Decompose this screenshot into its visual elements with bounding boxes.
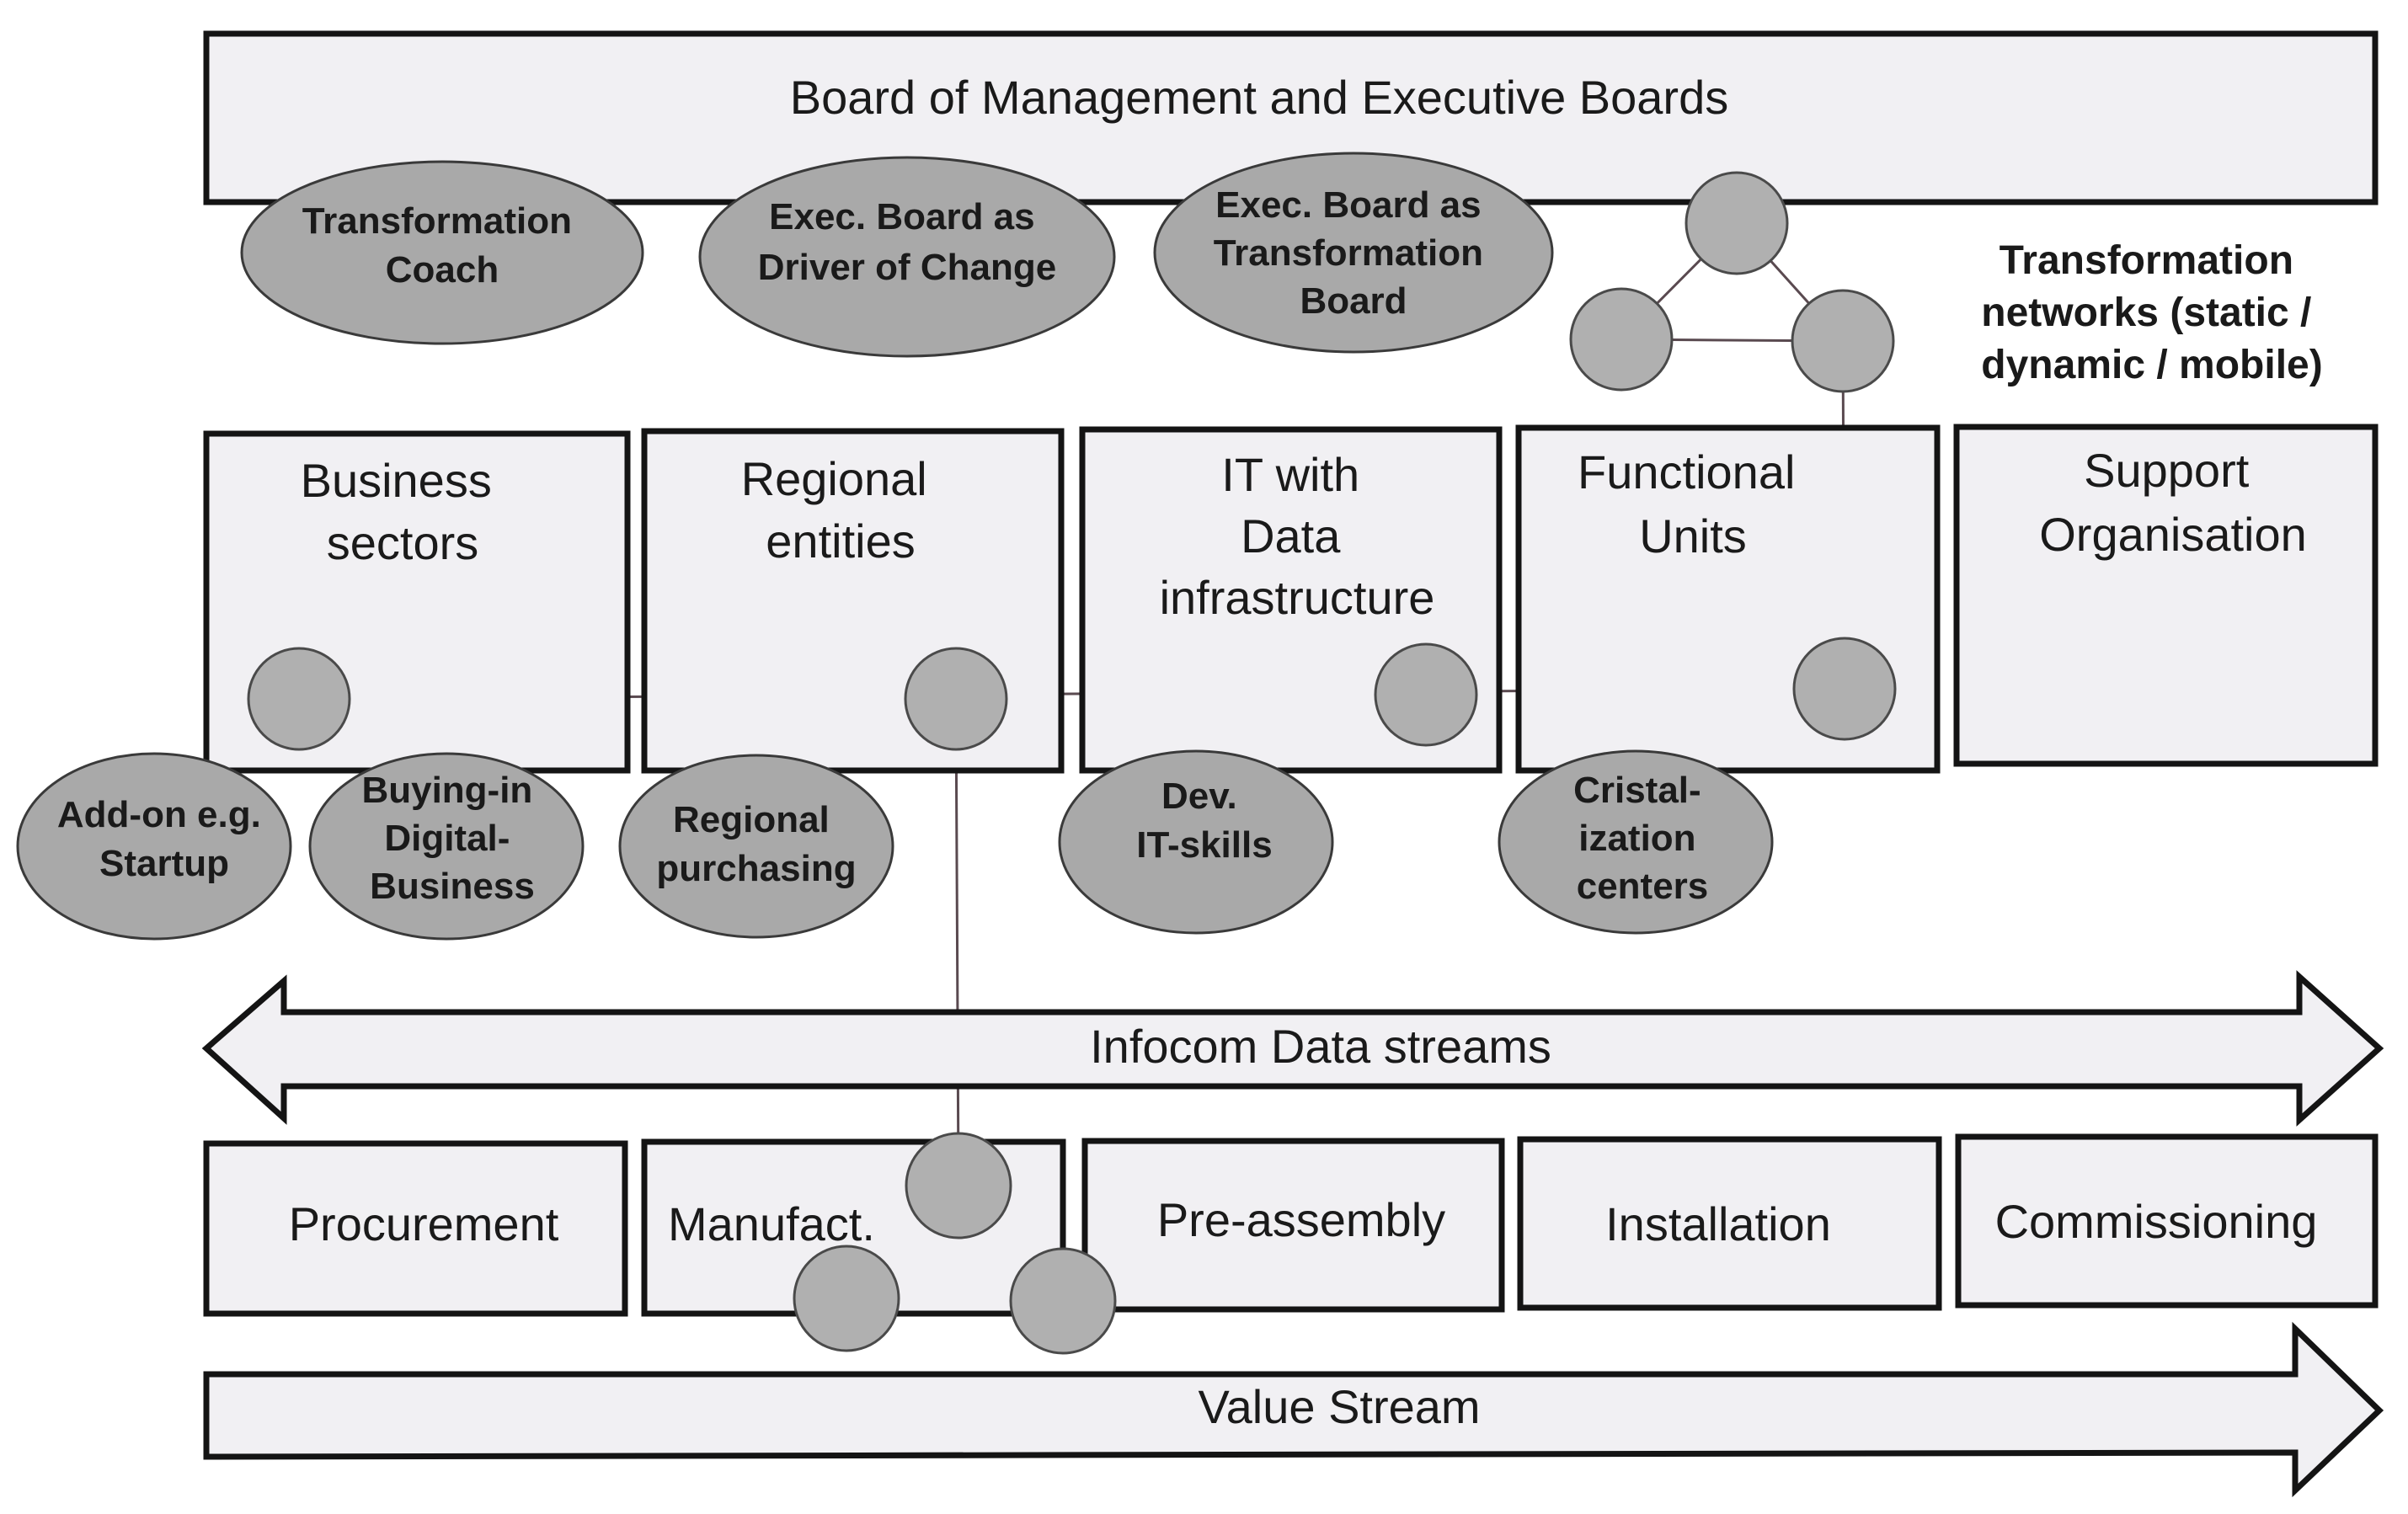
value-stream-arrow: Value Stream: [203, 1321, 2384, 1498]
unit-activity-ellipses: Add-on e.g. Startup Buying-in Digital- B…: [16, 749, 1774, 941]
svg-text:Cristal- ization: Cristal- ization centers: [1573, 770, 1711, 907]
unit-line: sectors: [327, 516, 479, 569]
board-role-ellipses: Transformation Coach Exec. Board as Driv…: [240, 152, 1554, 358]
svg-text:Regional purchasing: Regional purchasing: [656, 799, 856, 889]
transformation-networks-label: Transformation networks (static / dynami…: [1981, 238, 2322, 387]
ellipse-line: Business: [370, 866, 535, 907]
svg-text:Add-on e.g. Startup: Add-on e.g. Startup: [57, 794, 271, 884]
value-chain-label: Commissioning: [1995, 1195, 2318, 1248]
ellipse-line: Driver of Change: [758, 247, 1057, 288]
network-node: [904, 647, 1008, 751]
ellipse-line: IT-skills: [1136, 824, 1272, 866]
value-stream-label: Value Stream: [1198, 1380, 1480, 1433]
unit-line: Functional: [1578, 445, 1795, 498]
svg-text:Functional Units: Functional Units: [1578, 445, 1808, 562]
network-node: [247, 647, 351, 751]
unit-line: Regional: [741, 452, 927, 505]
networks-line: dynamic / mobile): [1981, 343, 2322, 387]
activity-dev-it-skills: Dev. IT-skills: [1058, 749, 1334, 935]
ellipse-line: Add-on e.g.: [57, 794, 261, 835]
ellipse-line: Cristal-: [1573, 770, 1701, 811]
network-nodes: [247, 171, 1897, 1355]
unit-line: Units: [1639, 509, 1747, 562]
ellipse-line: Transformation: [302, 200, 572, 242]
unit-line: infrastructure: [1160, 571, 1435, 624]
network-node: [1685, 171, 1789, 275]
networks-line: networks (static /: [1981, 291, 2311, 335]
unit-line: Organisation: [2039, 508, 2307, 561]
ellipse-line: Transformation: [1214, 232, 1483, 274]
svg-text:Exec. Board as Driver: Exec. Board as Driver of Change: [758, 196, 1057, 288]
network-link: [954, 698, 960, 1186]
svg-text:Buying-in Digital-: Buying-in Digital- Business: [361, 770, 542, 907]
svg-text:Dev. IT-skills: Dev. IT-skills: [1136, 776, 1272, 866]
svg-text:Regional entities: Regional entities: [741, 452, 941, 568]
organisation-units: Business sectors Regional entities IT wi…: [203, 424, 2379, 774]
ellipse-line: Exec. Board as: [769, 196, 1035, 237]
svg-text:Transformation Coach: Transformation Coach: [302, 200, 583, 291]
value-chain-label: Pre-assembly: [1157, 1193, 1445, 1246]
board-role-driver-of-change: Exec. Board as Driver of Change: [698, 156, 1116, 358]
unit-support-organisation: Support Organisation: [1953, 424, 2379, 767]
network-node: [1792, 637, 1897, 741]
ellipse-line: Coach: [386, 249, 499, 291]
svg-text:Support Organisation: Support Organisation: [2039, 444, 2307, 561]
ellipse-line: purchasing: [656, 848, 856, 889]
board-title: Board of Management and Executive Boards: [790, 71, 1728, 124]
value-chain-pre-assembly: Pre-assembly: [1081, 1138, 1505, 1313]
board-role-transformation-board: Exec. Board as Transformation Board: [1153, 152, 1554, 354]
infocom-label: Infocom Data streams: [1090, 1020, 1551, 1073]
value-chain-label: Installation: [1605, 1197, 1831, 1250]
ellipse-line: centers: [1577, 866, 1709, 907]
network-node: [1009, 1247, 1117, 1355]
unit-line: entities: [766, 514, 915, 568]
ellipse-line: Digital-: [384, 818, 510, 859]
network-node: [793, 1245, 900, 1352]
value-chain-installation: Installation: [1517, 1136, 1942, 1311]
activity-regional-purchasing: Regional purchasing: [618, 754, 894, 939]
ellipse-line: ization: [1578, 818, 1695, 859]
ellipse-line: Exec. Board as: [1215, 184, 1482, 226]
svg-text:Exec. Board as Transfo: Exec. Board as Transformation Board: [1214, 184, 1494, 322]
unit-line: Data: [1241, 509, 1341, 562]
activity-buying-in-digital-business: Buying-in Digital- Business: [308, 752, 585, 941]
unit-line: IT with: [1221, 448, 1359, 501]
svg-text:Transformation networks: Transformation networks (static / dynami…: [1981, 238, 2322, 387]
unit-line: Business: [301, 454, 492, 507]
value-chain-procurement: Procurement: [203, 1140, 628, 1317]
value-chain: Procurement Manufact. Pre-assembly Insta…: [203, 1133, 2379, 1317]
unit-line: Support: [2084, 444, 2250, 497]
ellipse-line: Buying-in: [361, 770, 532, 811]
networks-line: Transformation: [2000, 238, 2293, 283]
network-node: [1791, 289, 1895, 393]
svg-text:Business sectors: Business sectors: [301, 454, 505, 569]
value-chain-label: Procurement: [289, 1197, 559, 1250]
network-node: [905, 1132, 1012, 1239]
ellipse-line: Regional: [673, 799, 830, 840]
board-role-transformation-coach: Transformation Coach: [240, 160, 644, 345]
infocom-data-streams-arrow: Infocom Data streams: [201, 970, 2384, 1127]
svg-text:IT with Data i: IT with Data infrastructure: [1160, 448, 1435, 624]
network-node: [1569, 287, 1674, 392]
value-chain-label: Manufact.: [668, 1197, 875, 1250]
ellipse-line: Startup: [99, 843, 229, 884]
ellipse-line: Dev.: [1161, 776, 1237, 817]
activity-cristalization-centers: Cristal- ization centers: [1498, 749, 1774, 935]
activity-add-on-startup: Add-on e.g. Startup: [16, 752, 292, 941]
ellipse-line: Board: [1300, 280, 1407, 322]
value-chain-commissioning: Commissioning: [1955, 1133, 2379, 1309]
network-node: [1374, 642, 1478, 747]
